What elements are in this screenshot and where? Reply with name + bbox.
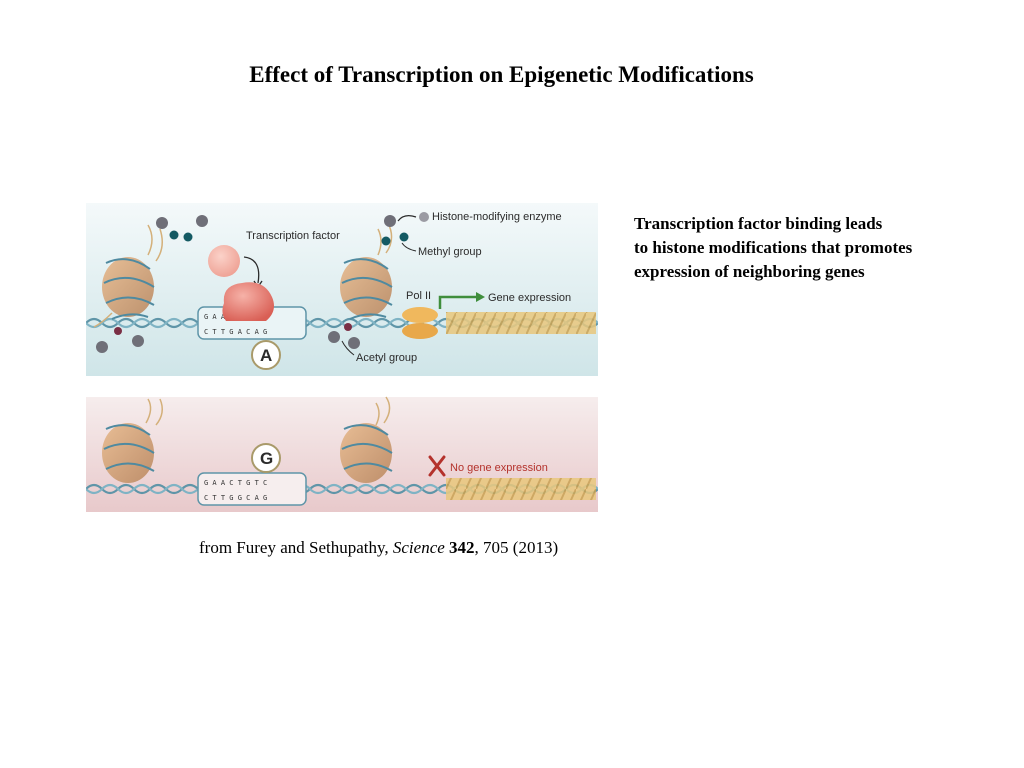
allele-circle-g xyxy=(251,443,281,473)
expression-arrowhead xyxy=(476,292,485,302)
citation-suffix: , 705 (2013) xyxy=(474,538,559,557)
side-caption-line-1: Transcription factor binding leads xyxy=(634,214,883,233)
acetyl-groups xyxy=(96,215,396,353)
citation-prefix: from Furey and Sethupathy, xyxy=(199,538,393,557)
methyl-groups xyxy=(114,230,409,335)
transcription-factor-bound xyxy=(222,282,274,321)
gene-region-bottom xyxy=(446,478,596,500)
no-expression-x-icon xyxy=(428,455,446,477)
side-caption-line-3: expression of neighboring genes xyxy=(634,262,865,281)
nucleosome-right xyxy=(340,222,393,320)
enzyme-icon xyxy=(419,212,429,222)
label-histone-enzyme: Histone-modifying enzyme xyxy=(432,211,562,223)
acetyl-pointer xyxy=(341,340,355,356)
transcription-factor-free xyxy=(208,245,240,277)
side-caption: Transcription factor binding leads to hi… xyxy=(634,212,994,284)
allele-letter-a: A xyxy=(260,346,272,365)
epigenetics-figure: G A A C T G T C C T T G A C A G xyxy=(86,203,598,512)
bases-bottom: C T T G A C A G xyxy=(204,328,267,336)
label-transcription-factor: Transcription factor xyxy=(246,230,340,242)
bases-top-b: G A A C T G T C xyxy=(204,479,267,487)
figure-svg: G A A C T G T C C T T G A C A G xyxy=(86,203,598,512)
label-gene-expression: Gene expression xyxy=(488,292,571,304)
bases-bottom-b: C T T G G C A G xyxy=(204,494,267,502)
citation-journal: Science xyxy=(392,538,445,557)
methyl-pointer xyxy=(401,242,417,252)
citation: from Furey and Sethupathy, Science 342, … xyxy=(199,536,679,560)
citation-volume: 342 xyxy=(449,538,475,557)
nucleosome-right-b xyxy=(340,396,393,483)
gene-region-top xyxy=(446,312,596,334)
expression-arrow xyxy=(438,295,478,309)
label-no-gene-expression: No gene expression xyxy=(450,462,548,474)
pol-ii-lower xyxy=(402,323,438,339)
top-panel: G A A C T G T C C T T G A C A G xyxy=(86,211,598,370)
pol-ii-upper xyxy=(402,307,438,323)
allele-letter-g: G xyxy=(260,449,273,468)
label-pol-ii: Pol II xyxy=(406,290,431,302)
bottom-panel: G A A C T G T C C T T G G C A G G No gen… xyxy=(86,396,598,506)
slide-title: Effect of Transcription on Epigenetic Mo… xyxy=(249,62,754,87)
enzyme-arrow xyxy=(397,215,417,222)
tf-binding-arrow xyxy=(243,256,260,284)
nucleosome-left xyxy=(93,224,163,328)
label-methyl-group: Methyl group xyxy=(418,246,482,258)
side-caption-line-2: to histone modifications that promotes xyxy=(634,238,913,257)
dna-bubble-b xyxy=(197,472,307,506)
nucleosome-left-b xyxy=(102,398,163,483)
label-acetyl-group: Acetyl group xyxy=(356,352,417,364)
allele-circle-a xyxy=(251,340,281,370)
